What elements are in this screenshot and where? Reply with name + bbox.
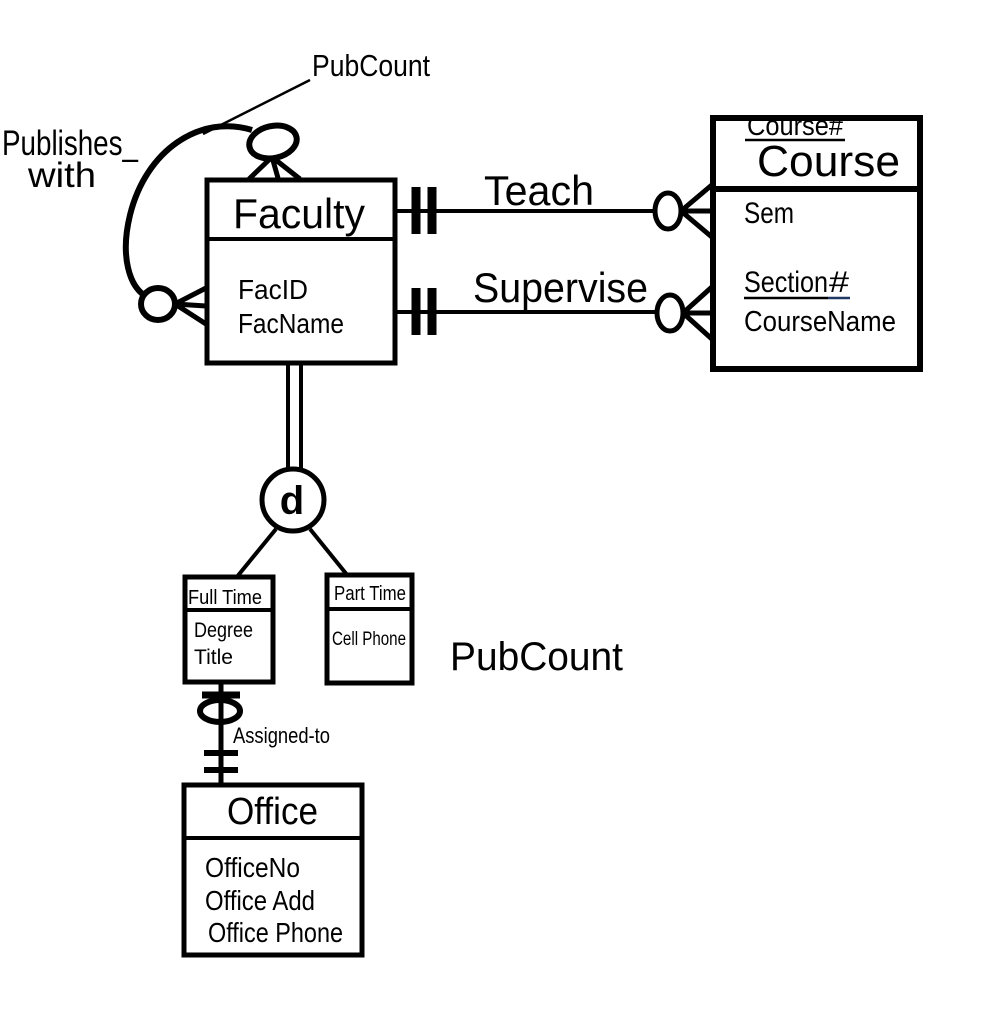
course-box-fill xyxy=(713,118,920,369)
loop-left-crow-foot xyxy=(173,285,208,327)
fulltime-box-fill xyxy=(185,577,273,682)
pubcount-note-label: PubCount xyxy=(450,635,623,679)
connectors xyxy=(122,78,658,787)
pubcount-pointer-line xyxy=(202,78,311,136)
diagram-text: PubCount Publishes_ with Teach Supervise… xyxy=(2,48,900,948)
disjoint-d-label: d xyxy=(280,479,304,523)
faculty-attr-facid: FacID xyxy=(238,274,308,305)
faculty-entity-name: Faculty xyxy=(233,190,365,237)
disjoint-circle xyxy=(259,466,327,534)
pubcount-attr-label: PubCount xyxy=(312,48,430,83)
faculty-box-fill xyxy=(207,180,395,363)
d-to-parttime-line xyxy=(308,527,350,578)
supervise-zero-oval xyxy=(654,292,686,334)
fulltime-box xyxy=(182,574,276,685)
entity-box-borders xyxy=(181,115,923,958)
supervise-relationship-label: Supervise xyxy=(473,264,648,311)
course-attr-coursename: CourseName xyxy=(744,306,896,338)
office-box xyxy=(181,782,365,958)
publishes-with-label-line2: with xyxy=(27,156,96,195)
loop-left-zero-ring xyxy=(138,285,178,323)
office-attr-officephone: Office Phone xyxy=(208,917,343,948)
assigned-to-zero-oval xyxy=(197,697,243,725)
fulltime-attr-title: Title xyxy=(194,646,233,669)
d-to-fulltime-line xyxy=(234,527,278,580)
course-attr-sem: Sem xyxy=(744,197,794,230)
entity-box-fills xyxy=(184,118,920,955)
office-attr-officeadd: Office Add xyxy=(205,885,315,916)
crow-feet xyxy=(173,155,715,342)
cardinality-symbols xyxy=(138,122,686,725)
office-attr-officeno: OfficeNo xyxy=(205,852,300,883)
office-entity-name: Office xyxy=(227,791,318,833)
parttime-entity-name: Part Time xyxy=(334,583,406,605)
parttime-box xyxy=(324,572,415,686)
loop-top-crow-foot xyxy=(247,155,302,181)
publishes-with-loop-arc xyxy=(122,123,253,300)
course-box xyxy=(710,115,923,372)
parttime-box-fill xyxy=(327,575,412,683)
publishes-with-label-line1: Publishes_ xyxy=(2,124,138,163)
teach-relationship-label: Teach xyxy=(484,167,594,214)
course-entity-name: Course xyxy=(757,137,900,186)
teach-zero-oval xyxy=(652,190,684,232)
fulltime-entity-name: Full Time xyxy=(188,587,262,609)
faculty-box xyxy=(204,177,398,366)
office-box-fill xyxy=(184,785,362,955)
course-attr-section-hash: # xyxy=(829,266,849,299)
faculty-attr-facname: FacName xyxy=(238,308,344,339)
fulltime-attr-degree: Degree xyxy=(194,619,253,642)
assigned-to-label: Assigned-to xyxy=(233,723,330,748)
course-attr-section: Section xyxy=(744,266,828,299)
supervise-crow-foot xyxy=(681,284,715,342)
teach-crow-foot xyxy=(679,182,715,240)
parttime-attr-cellphone: Cell Phone xyxy=(332,629,406,650)
